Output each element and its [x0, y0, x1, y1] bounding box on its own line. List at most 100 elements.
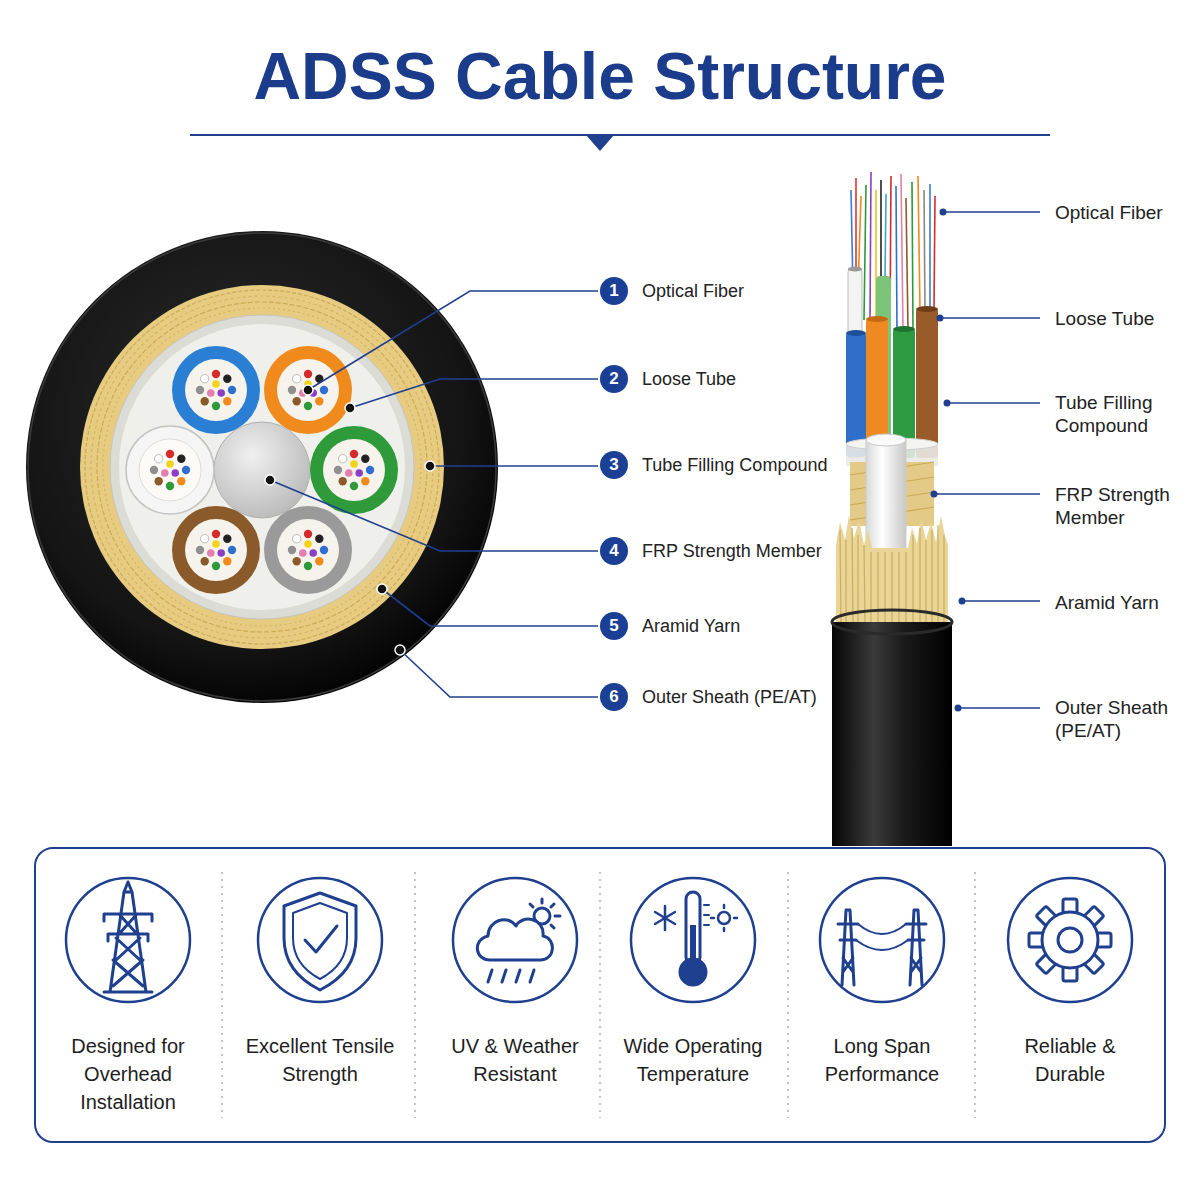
- leader-dot: [303, 385, 313, 395]
- cable-side-view: [848, 267, 862, 272]
- cable-side-view: [893, 326, 915, 332]
- cable-cross-section: [103, 308, 421, 626]
- part-label: Tube Filling Compound: [642, 454, 827, 476]
- cable-cross-section: [119, 324, 405, 610]
- feature-caption: Designed for Overhead Installation: [48, 1032, 208, 1116]
- callout-badge: [600, 277, 628, 711]
- leader-line: [947, 402, 1040, 403]
- feature-item: Wide Operating Temperature: [603, 878, 783, 1088]
- callout-badge: [600, 451, 628, 479]
- cable-side-view: [866, 316, 888, 322]
- cable-cross-section: [185, 519, 247, 581]
- fiber-strands: [896, 186, 897, 330]
- shield-icon: [284, 893, 356, 990]
- thermometer-icon: [704, 924, 709, 926]
- callout-badge: [600, 537, 628, 565]
- span-icon: [856, 940, 908, 950]
- span-icon: [858, 924, 906, 934]
- leader-dot: [937, 315, 944, 322]
- cable-side-view: [832, 622, 952, 846]
- cable-cross-section: [264, 506, 352, 594]
- part-label: Loose Tube: [1055, 307, 1195, 330]
- title-rule: [586, 135, 614, 151]
- leader-line: [308, 291, 598, 390]
- cable-cross-section: [185, 359, 247, 421]
- cable-side-view: [884, 552, 885, 625]
- cable-cross-section: [310, 426, 398, 514]
- feature-item: UV & Weather Resistant: [425, 878, 605, 1088]
- cable-side-view: [832, 172, 952, 846]
- leader-line: [934, 212, 1040, 708]
- cable-side-view: [891, 552, 892, 625]
- callout-number: 4: [600, 537, 628, 565]
- fiber-strands: [912, 182, 913, 330]
- tower-icon: [104, 882, 152, 992]
- leader-line: [350, 379, 598, 408]
- feature-caption: Excellent Tensile Strength: [225, 1032, 415, 1088]
- cable-side-view: [846, 332, 866, 457]
- feature-panel: [66, 878, 1132, 1002]
- cable-side-view: [916, 306, 938, 312]
- fiber-strands: [924, 190, 925, 310]
- thermometer-icon: [690, 925, 696, 970]
- callout-number: 6: [600, 683, 628, 711]
- leader-line: [382, 589, 598, 626]
- weather-icon: [502, 970, 506, 982]
- cable-cross-section: [26, 231, 498, 703]
- cable-side-view: [916, 308, 938, 458]
- shield-icon: [305, 926, 337, 952]
- cable-cross-section: [334, 450, 374, 490]
- leader-line: [270, 291, 598, 697]
- cable-cross-section: [172, 346, 260, 434]
- part-label: Aramid Yarn: [642, 615, 740, 637]
- leader-line: [400, 650, 598, 697]
- thermometer-icon: [723, 928, 726, 931]
- cable-side-view: [905, 552, 906, 625]
- part-label: FRP Strength Member: [1055, 483, 1195, 529]
- gear-icon: [1042, 912, 1098, 968]
- leader-dot: [955, 705, 962, 712]
- callout-badge: [600, 277, 628, 305]
- cable-side-view: [870, 552, 871, 625]
- fiber-strands: [929, 184, 931, 310]
- weather-icon: [477, 899, 560, 982]
- fiber-strands: [918, 176, 920, 310]
- weather-icon: [530, 904, 533, 907]
- weather-icon: [516, 970, 520, 982]
- leader-line: [958, 707, 1040, 708]
- leader-dot: [931, 209, 966, 712]
- cable-cross-section: [26, 231, 498, 703]
- feature-panel: [414, 872, 416, 1118]
- fiber-strands: [901, 174, 903, 330]
- callout-number: 2: [600, 365, 628, 393]
- cable-cross-section: [277, 519, 339, 581]
- part-label: Tube Filling Compound: [1055, 391, 1195, 437]
- feature-caption: Long Span Performance: [792, 1032, 972, 1088]
- leader-line: [962, 600, 1040, 601]
- weather-icon: [551, 925, 554, 928]
- feature-panel: [453, 878, 577, 1002]
- feature-item: Designed for Overhead Installation: [48, 878, 208, 1116]
- fiber-strands: [906, 198, 908, 330]
- cable-side-view: [898, 552, 899, 625]
- page-title: ADSS Cable Structure: [0, 36, 1200, 116]
- thermometer-icon: [711, 917, 714, 920]
- feature-panel: [222, 872, 975, 1118]
- fiber-strands: [885, 194, 886, 280]
- cable-cross-section: [264, 346, 352, 434]
- feature-panel: [66, 878, 190, 1002]
- cable-side-view: [943, 535, 944, 625]
- weather-icon: [477, 919, 552, 960]
- span-icon: [838, 910, 926, 985]
- cable-cross-section: [277, 359, 339, 421]
- callout-number: 5: [600, 612, 628, 640]
- callout-number: 1: [600, 277, 628, 305]
- leader-dot: [265, 475, 275, 485]
- fiber-strands: [880, 180, 882, 280]
- thermometer-icon: [655, 892, 737, 985]
- feature-item: Long Span Performance: [792, 878, 972, 1088]
- feature-item: Excellent Tensile Strength: [225, 878, 415, 1088]
- feature-panel: [631, 878, 755, 1002]
- thermometer-icon: [723, 905, 726, 908]
